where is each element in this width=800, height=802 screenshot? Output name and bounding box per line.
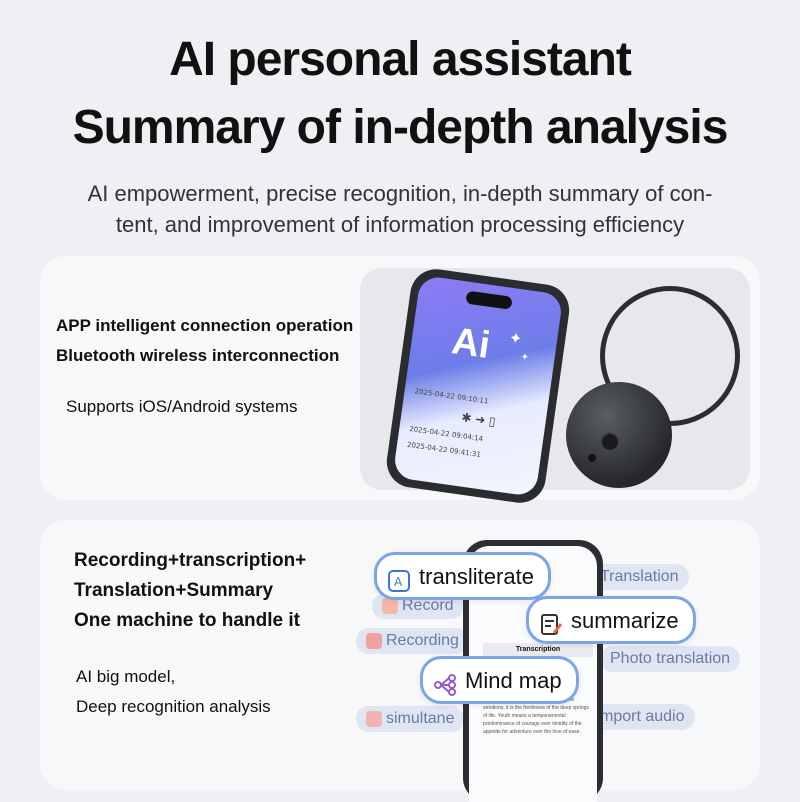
chip-summarize: summarize xyxy=(526,596,696,644)
subtitle-line2: tent, and improvement of information pro… xyxy=(115,212,685,237)
feature-translation-text: Translation+Summary xyxy=(74,580,274,601)
phone-date-1: 2025-04-22 09:10:11 xyxy=(414,387,489,406)
phone-notch xyxy=(465,290,513,310)
sparkle-icon: ✦ xyxy=(507,329,524,349)
phone-screen: Ai ✦ ✦ 2025-04-22 09:10:11 ✱ ➜ ▯ 2025-04… xyxy=(392,274,564,498)
ai-logo: Ai xyxy=(449,320,493,368)
device-mic-hole xyxy=(588,454,596,462)
transcription-tab: Transcription xyxy=(483,643,593,657)
summarize-icon xyxy=(539,609,563,636)
phone-date-2: 2025-04-22 09:04:14 xyxy=(408,424,484,444)
device-button-icon xyxy=(600,432,620,452)
bluetooth-icon: ✱ ➜ ▯ xyxy=(460,410,497,429)
pill-recording: Recording xyxy=(356,628,469,654)
pill-simultaneous: simultane xyxy=(356,706,465,732)
page-title-line2: Summary of in-depth analysis xyxy=(72,101,729,154)
simultaneous-icon xyxy=(366,710,382,727)
feature-connection-text: APP intelligent connection operation xyxy=(56,316,354,335)
phone-image: Ai ✦ ✦ 2025-04-22 09:10:11 ✱ ➜ ▯ 2025-04… xyxy=(383,265,573,507)
feature-one-machine-text: One machine to handle it xyxy=(74,610,300,631)
subtitle-line1: AI empowerment, precise recognition, in-… xyxy=(87,181,713,206)
feature-systems-text: Supports iOS/Android systems xyxy=(66,397,298,416)
recording-icon xyxy=(366,632,382,649)
transliterate-icon: A xyxy=(387,565,411,593)
mind-map-icon xyxy=(433,669,457,697)
microphone-icon xyxy=(382,597,398,614)
svg-text:A: A xyxy=(394,575,403,589)
subtitle: AI empowerment, precise recognition, in-… xyxy=(40,178,760,240)
recorder-device xyxy=(566,382,672,488)
pill-translation: Translation xyxy=(590,564,689,590)
phone-date-3: 2025-04-22 09:41:31 xyxy=(406,440,482,460)
sparkle-small-icon: ✦ xyxy=(519,351,530,364)
chip-mind-map: Mind map xyxy=(420,656,579,704)
feature-recording-text: Recording+transcription+ xyxy=(74,550,307,571)
feature-deep-analysis-text: Deep recognition analysis xyxy=(76,697,271,716)
feature-ai-model-text: AI big model, xyxy=(76,667,176,686)
page-title-line1: AI personal assistant xyxy=(169,33,632,86)
pill-import-audio: mport audio xyxy=(590,704,695,730)
feature-bluetooth-text: Bluetooth wireless interconnection xyxy=(56,346,340,365)
pill-photo-translation: Photo translation xyxy=(600,646,741,672)
